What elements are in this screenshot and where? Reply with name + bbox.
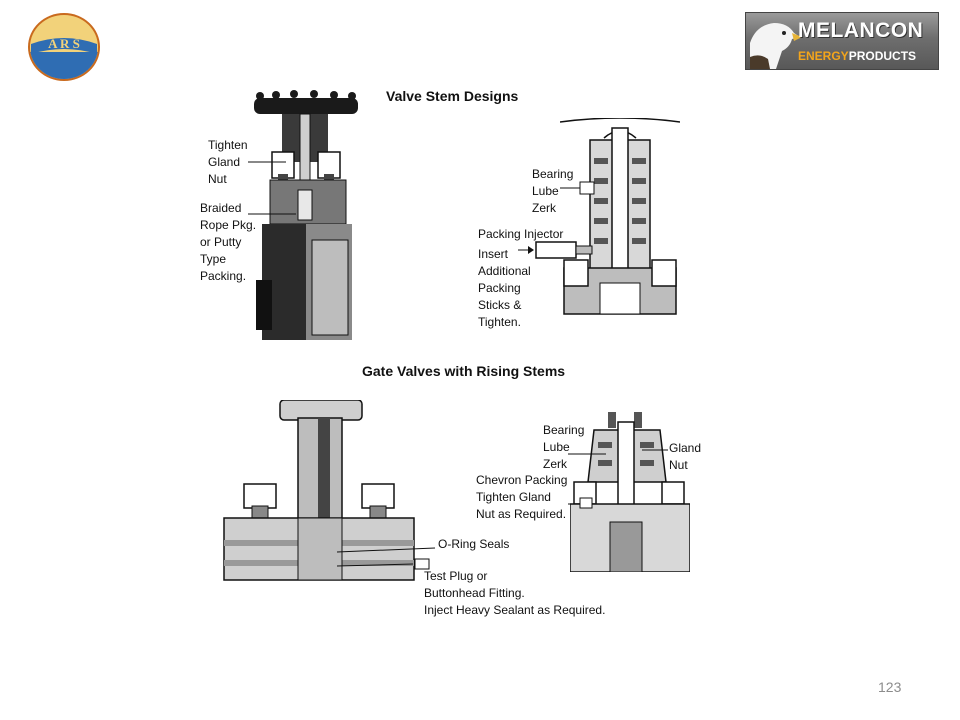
eagle-icon: [750, 23, 802, 69]
leader-line-gland-nut: [642, 449, 668, 451]
melancon-subtitle: ENERGYPRODUCTS: [798, 47, 916, 65]
ars-logo-icon: [28, 13, 100, 81]
label-bearing-lube-zerk-bottom: Bearing Lube Zerk: [543, 423, 585, 471]
top-figure-title: Valve Stem Designs: [386, 88, 519, 104]
ars-logo: A R S: [27, 12, 101, 82]
gate-valve-handwheel-drawing: [254, 90, 358, 340]
gate-valve-rising-stem-drawing: [223, 400, 415, 581]
leader-lines-top-left: [248, 161, 296, 215]
label-tighten-gland-nut: Tighten Gland Nut: [208, 138, 248, 186]
bottom-figure-title: Gate Valves with Rising Stems: [362, 363, 566, 379]
label-oring-seals: O-Ring Seals: [438, 537, 510, 551]
melancon-subtitle-energy: ENERGY: [798, 49, 849, 63]
melancon-title: MELANCON: [798, 19, 924, 42]
label-packing-injector: Packing Injector: [478, 227, 564, 241]
valve-packing-injector-drawing: [560, 118, 680, 315]
label-test-plug: Test Plug or Buttonhead Fitting. Inject …: [424, 569, 606, 617]
melancon-energy-logo: MELANCON ENERGYPRODUCTS: [745, 12, 939, 70]
label-bearing-lube-zerk-top: Bearing Lube Zerk: [532, 167, 574, 215]
melancon-subtitle-products: PRODUCTS: [848, 49, 917, 63]
label-insert-additional-packing: Insert Additional Packing Sticks & Tight…: [478, 247, 531, 329]
ars-logo-text: A R S: [48, 36, 80, 51]
page-number: 123: [878, 679, 902, 695]
label-braided-rope-packing: Braided Rope Pkg. or Putty Type Packing.: [200, 201, 257, 283]
leader-lines-bottom-right: [568, 453, 606, 509]
leader-lines-oring: [336, 547, 436, 570]
label-gland-nut: Gland Nut: [669, 441, 702, 472]
label-chevron-packing: Chevron Packing Tighten Gland Nut as Req…: [476, 473, 568, 521]
zerk-and-injector-fittings: [518, 181, 595, 259]
